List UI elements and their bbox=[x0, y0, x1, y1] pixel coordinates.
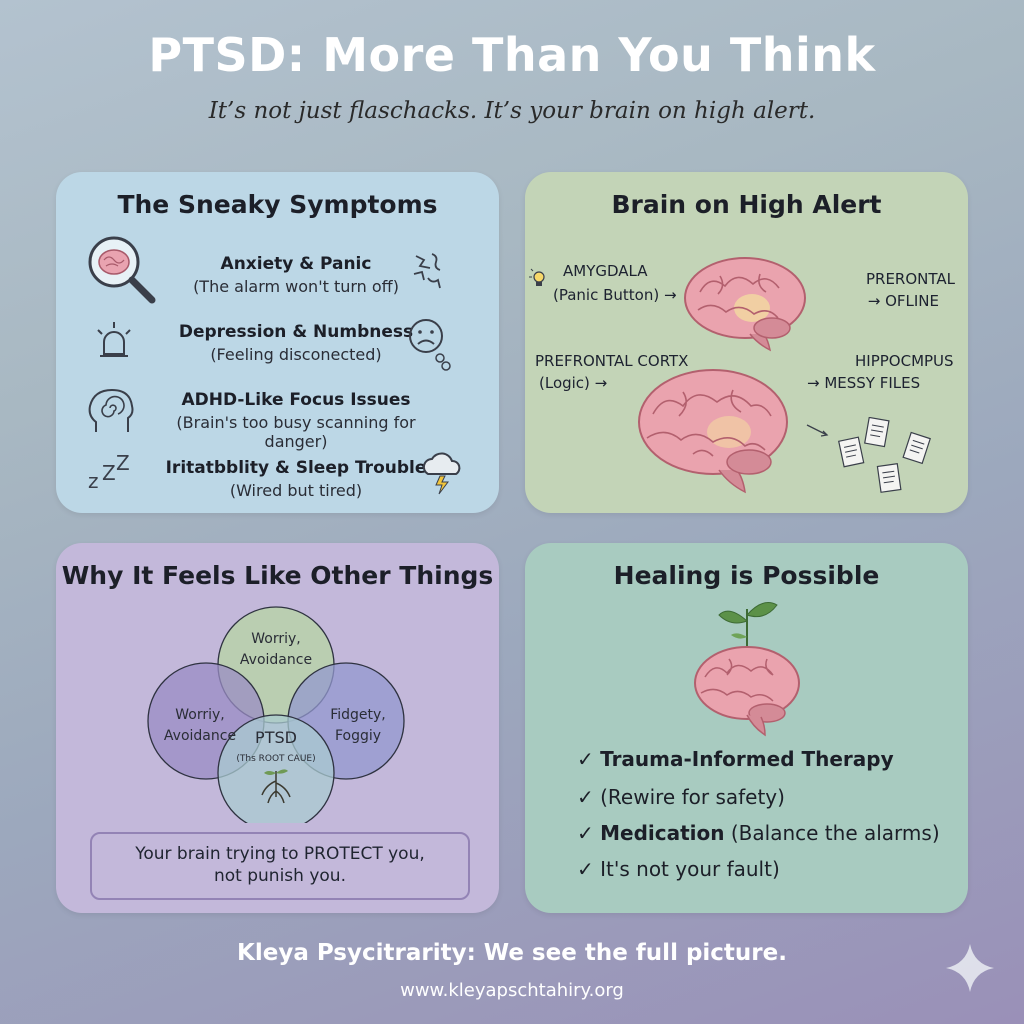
venn-right-line2: Foggiy bbox=[335, 728, 381, 744]
page-subtitle: It’s not just flaschacks. It’s your brai… bbox=[208, 98, 816, 124]
amygdala-brain-illustration bbox=[684, 257, 806, 352]
healing-item-fault: ✓ It's not your fault) bbox=[577, 857, 780, 881]
roots-icon bbox=[261, 769, 291, 804]
sparkle-icon bbox=[946, 944, 994, 992]
prefrontal-label: PREFRONTAL CORTX bbox=[535, 352, 689, 370]
footer-tagline: Kleya Psycitrarity: We see the full pict… bbox=[237, 940, 787, 966]
page-title: PTSD: More Than You Think bbox=[148, 28, 876, 82]
symptoms-panel: The Sneaky Symptoms Anxiety & Panic (The… bbox=[56, 172, 499, 513]
prefrontal-offline-arrow: → OFLINE bbox=[867, 292, 939, 310]
amygdala-role: (Panic Button) → bbox=[553, 286, 677, 304]
healing-item-rewire: ✓ (Rewire for safety) bbox=[577, 785, 785, 809]
svg-text:Z: Z bbox=[116, 454, 130, 475]
symptom-heading: Anxiety & Panic bbox=[220, 254, 372, 274]
symptom-detail: (Wired but tired) bbox=[229, 481, 363, 500]
symptom-heading: Iritatbblity & Sleep Trouble bbox=[165, 458, 427, 478]
venn-circle-center bbox=[217, 714, 335, 823]
hippocampus-label: HIPPOCMPUS bbox=[855, 352, 954, 370]
symptom-detail: (Feeling disconected) bbox=[210, 345, 382, 364]
symptom-item: Anxiety & Panic (The alarm won't turn of… bbox=[146, 254, 446, 296]
venn-top-line1: Worriy, bbox=[251, 631, 300, 647]
why-panel: Why It Feels Like Other Things Worriy, A… bbox=[56, 543, 499, 913]
symptom-item: Depression & Numbness (Feeling disconect… bbox=[146, 322, 446, 364]
scattered-files-icon bbox=[806, 417, 931, 493]
sad-face-icon bbox=[409, 319, 451, 371]
healing-item-therapy: ✓ Trauma-Informed Therapy bbox=[577, 747, 894, 771]
symptom-heading: Depression & Numbness bbox=[178, 322, 414, 342]
brain-magnifier-icon bbox=[88, 236, 156, 304]
healing-item-medication: ✓ Medication (Balance the alarms) bbox=[577, 821, 940, 845]
venn-left-line2: Avoidance bbox=[164, 728, 236, 744]
svg-text:z: z bbox=[88, 469, 99, 493]
svg-text:Z: Z bbox=[102, 461, 116, 485]
check-icon: ✓ bbox=[577, 857, 594, 881]
why-title: Why It Feels Like Other Things bbox=[61, 561, 494, 590]
protect-note-line1: Your brain trying to PROTECT you, bbox=[135, 844, 425, 864]
sprout-icon bbox=[718, 602, 778, 653]
venn-top-line2: Avoidance bbox=[240, 652, 312, 668]
symptom-heading: ADHD-Like Focus Issues bbox=[181, 390, 411, 410]
venn-center-label: PTSD bbox=[255, 728, 297, 747]
venn-right-line1: Fidgety, bbox=[330, 707, 386, 723]
footer-url[interactable]: www.kleyapschtahiry.org bbox=[400, 980, 624, 1001]
brain-title: Brain on High Alert bbox=[611, 190, 882, 219]
venn-diagram: Worriy, Avoidance Worriy, Avoidance Fidg… bbox=[147, 606, 405, 823]
medication-label: Medication bbox=[600, 821, 725, 845]
sprouting-brain-illustration bbox=[694, 602, 800, 737]
prefrontal-offline-label: PRERONTAL bbox=[865, 270, 955, 288]
fault-label: It's not your fault) bbox=[600, 857, 780, 881]
rewire-label: (Rewire for safety) bbox=[600, 785, 785, 809]
spiral-head-icon bbox=[88, 388, 134, 432]
symptom-item: Iritatbblity & Sleep Trouble (Wired but … bbox=[146, 458, 446, 500]
healing-title: Healing is Possible bbox=[613, 561, 880, 590]
protect-note-line2: not punish you. bbox=[214, 866, 346, 886]
venn-left-line1: Worriy, bbox=[175, 707, 224, 723]
anxious-face-icon bbox=[413, 253, 441, 289]
symptom-item: ADHD-Like Focus Issues (Brain's too busy… bbox=[146, 390, 446, 451]
lightbulb-icon bbox=[529, 268, 545, 286]
check-icon: ✓ bbox=[577, 747, 594, 771]
symptom-detail: (Brain's too busy scanning for danger) bbox=[176, 413, 416, 451]
prefrontal-role: (Logic) → bbox=[539, 374, 608, 392]
therapy-label: Trauma-Informed Therapy bbox=[600, 747, 894, 771]
healing-panel: Healing is Possible ✓ Trauma-Informed Th… bbox=[525, 543, 968, 913]
check-icon: ✓ bbox=[577, 821, 594, 845]
medication-detail: (Balance the alarms) bbox=[730, 821, 940, 845]
brain-panel: Brain on High Alert AMYGDALA (Panic Butt… bbox=[525, 172, 968, 513]
protect-note: Your brain trying to PROTECT you, not pu… bbox=[90, 832, 470, 900]
symptoms-title: The Sneaky Symptoms bbox=[117, 190, 438, 219]
storm-cloud-icon bbox=[422, 452, 461, 495]
alarm-siren-icon bbox=[97, 322, 131, 357]
symptom-detail: (The alarm won't turn off) bbox=[193, 277, 399, 296]
check-icon: ✓ bbox=[577, 785, 594, 809]
venn-center-sublabel: (Ths ROOT CAUE) bbox=[236, 754, 315, 764]
cortex-brain-illustration bbox=[638, 369, 788, 494]
hippocampus-role: → MESSY FILES bbox=[807, 374, 921, 392]
zzz-icon: z Z Z bbox=[88, 454, 130, 493]
amygdala-label: AMYGDALA bbox=[563, 262, 648, 280]
